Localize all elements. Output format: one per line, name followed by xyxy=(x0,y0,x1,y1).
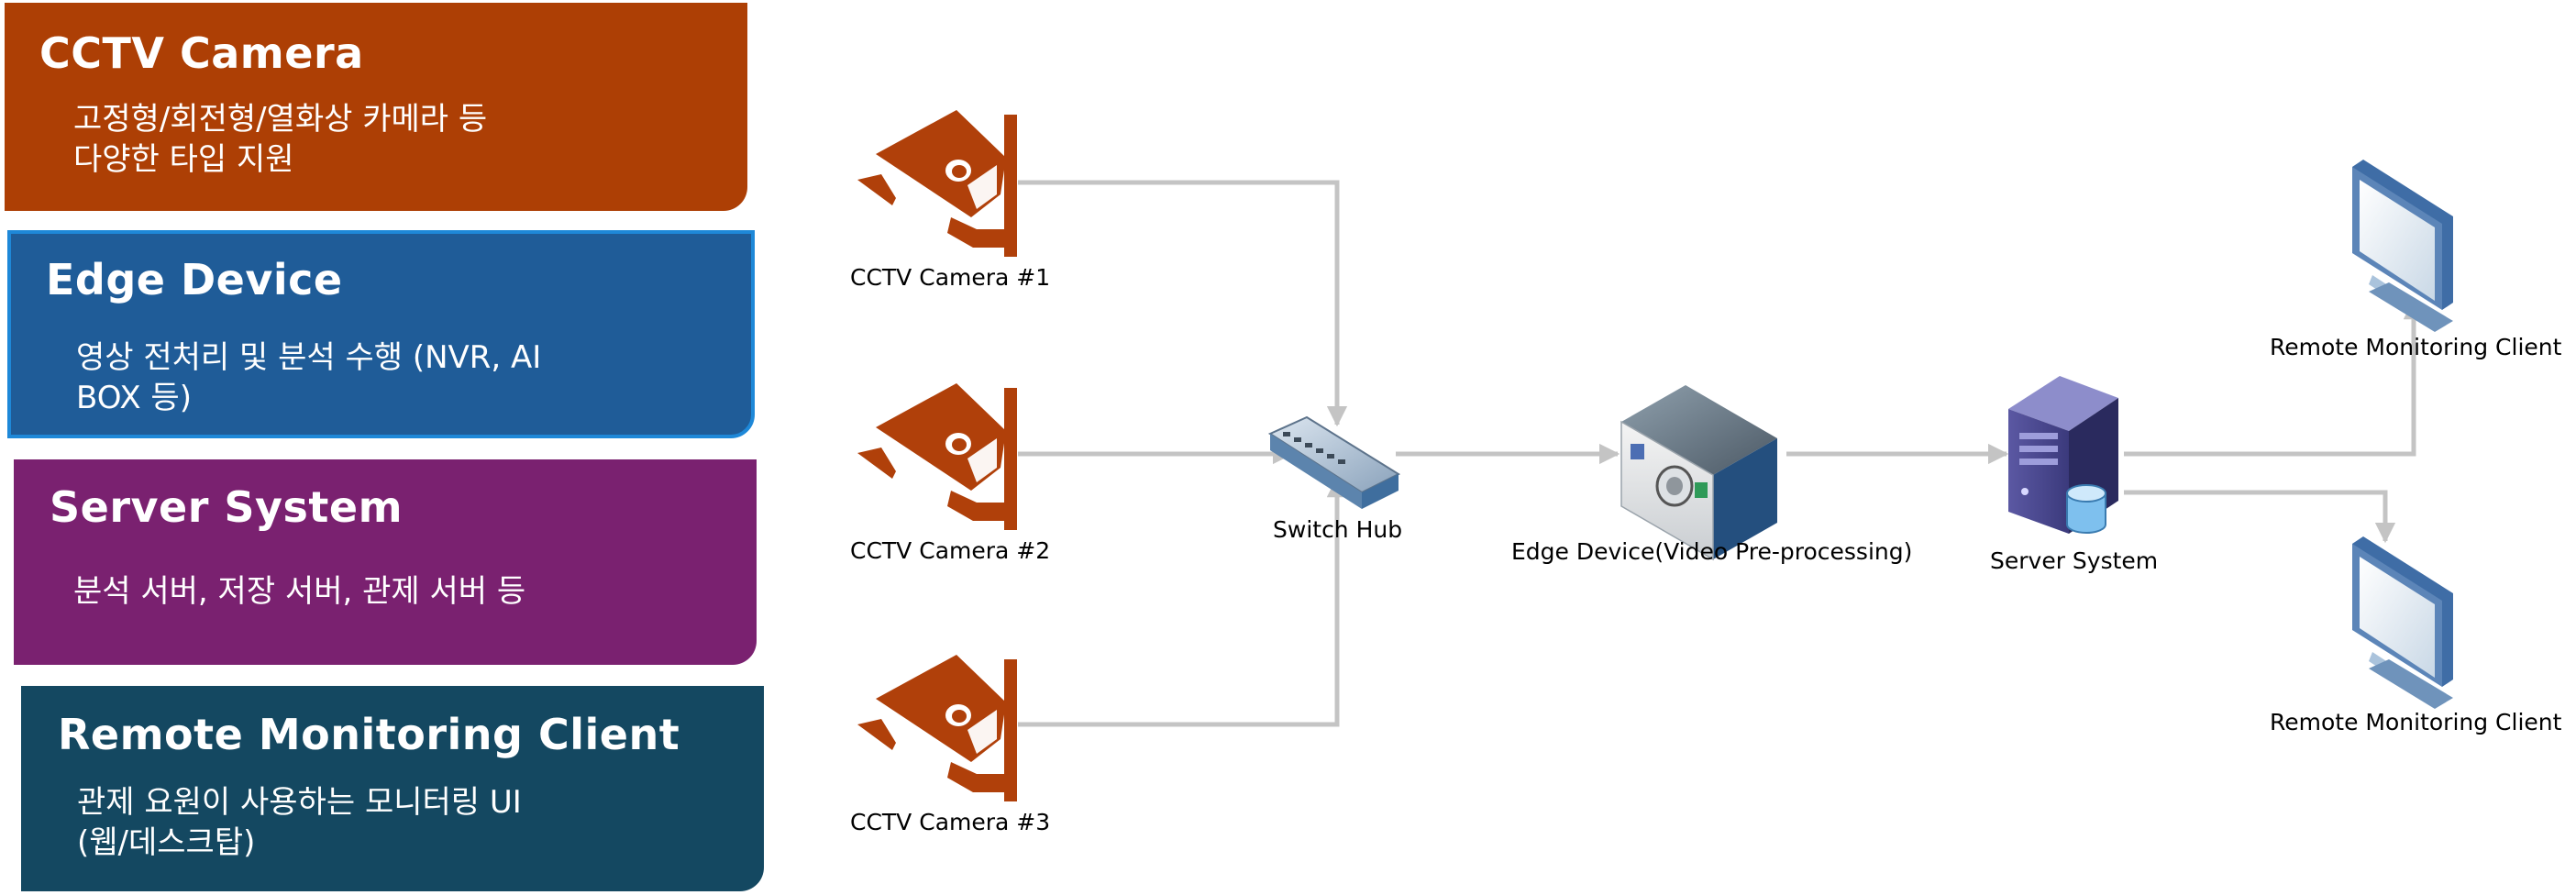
legend-title-edge-device: Edge Device xyxy=(46,255,343,304)
legend-title-server-system: Server System xyxy=(50,482,404,532)
legend-card-edge-device: Edge Device 영상 전처리 및 분석 수행 (NVR, AI BOX … xyxy=(7,230,755,438)
camera-label: CCTV Camera #3 xyxy=(850,809,1050,835)
legend-desc-line: 다양한 타입 지원 xyxy=(73,141,294,178)
legend-desc-server-system: 분석 서버, 저장 서버, 관제 서버 등 xyxy=(73,571,715,612)
legend-desc-line: (웹/데스크탑) xyxy=(77,824,256,861)
server-tower-icon xyxy=(2008,376,2118,534)
server-system-label: Server System xyxy=(1990,547,2158,574)
remote-client-label: Remote Monitoring Client xyxy=(2270,709,2562,735)
edge-device-label: Edge Device(Video Pre-processing) xyxy=(1511,538,1912,565)
cctv-camera-icon xyxy=(857,655,1017,801)
legend-desc-line: 분석 서버, 저장 서버, 관제 서버 등 xyxy=(73,573,526,610)
monitor-icon xyxy=(2352,160,2453,332)
connector-camera3-to-switch xyxy=(1018,476,1348,727)
legend-desc-line: 관제 요원이 사용하는 모니터링 UI xyxy=(77,784,522,821)
legend-card-remote-monitoring-client: Remote Monitoring Client 관제 요원이 사용하는 모니터… xyxy=(21,686,764,891)
connector-server-to-client2 xyxy=(2124,490,2396,544)
legend-title-cctv-camera: CCTV Camera xyxy=(39,28,364,78)
legend-card-cctv-camera: CCTV Camera 고정형/회전형/열화상 카메라 등 다양한 타입 지원 xyxy=(5,3,747,211)
camera-label: CCTV Camera #2 xyxy=(850,537,1050,564)
legend-card-server-system: Server System 분석 서버, 저장 서버, 관제 서버 등 xyxy=(14,459,757,665)
legend-desc-line: 영상 전처리 및 분석 수행 (NVR, AI xyxy=(76,339,542,376)
camera-label: CCTV Camera #1 xyxy=(850,264,1050,291)
remote-client-label: Remote Monitoring Client xyxy=(2270,334,2562,360)
switch-hub-label: Switch Hub xyxy=(1273,516,1402,543)
legend-desc-line: BOX 등) xyxy=(76,380,192,416)
legend-desc-line: 고정형/회전형/열화상 카메라 등 xyxy=(73,101,488,138)
cctv-camera-icon xyxy=(857,383,1017,530)
edge-device-icon xyxy=(1620,385,1777,561)
legend-title-remote-monitoring-client: Remote Monitoring Client xyxy=(58,710,680,759)
legend-desc-edge-device: 영상 전처리 및 분석 수행 (NVR, AI BOX 등) xyxy=(76,337,626,418)
network-switch-icon xyxy=(1267,415,1401,509)
legend-desc-remote-monitoring-client: 관제 요원이 사용하는 모니터링 UI (웹/데스크탑) xyxy=(77,782,719,863)
connector-server-to-client1 xyxy=(2124,298,2425,457)
monitor-icon xyxy=(2352,536,2453,709)
connector-camera1-to-switch xyxy=(1018,180,1348,427)
legend-desc-cctv-camera: 고정형/회전형/열화상 카메라 등 다양한 타입 지원 xyxy=(73,99,715,180)
cctv-camera-icon xyxy=(857,110,1017,257)
